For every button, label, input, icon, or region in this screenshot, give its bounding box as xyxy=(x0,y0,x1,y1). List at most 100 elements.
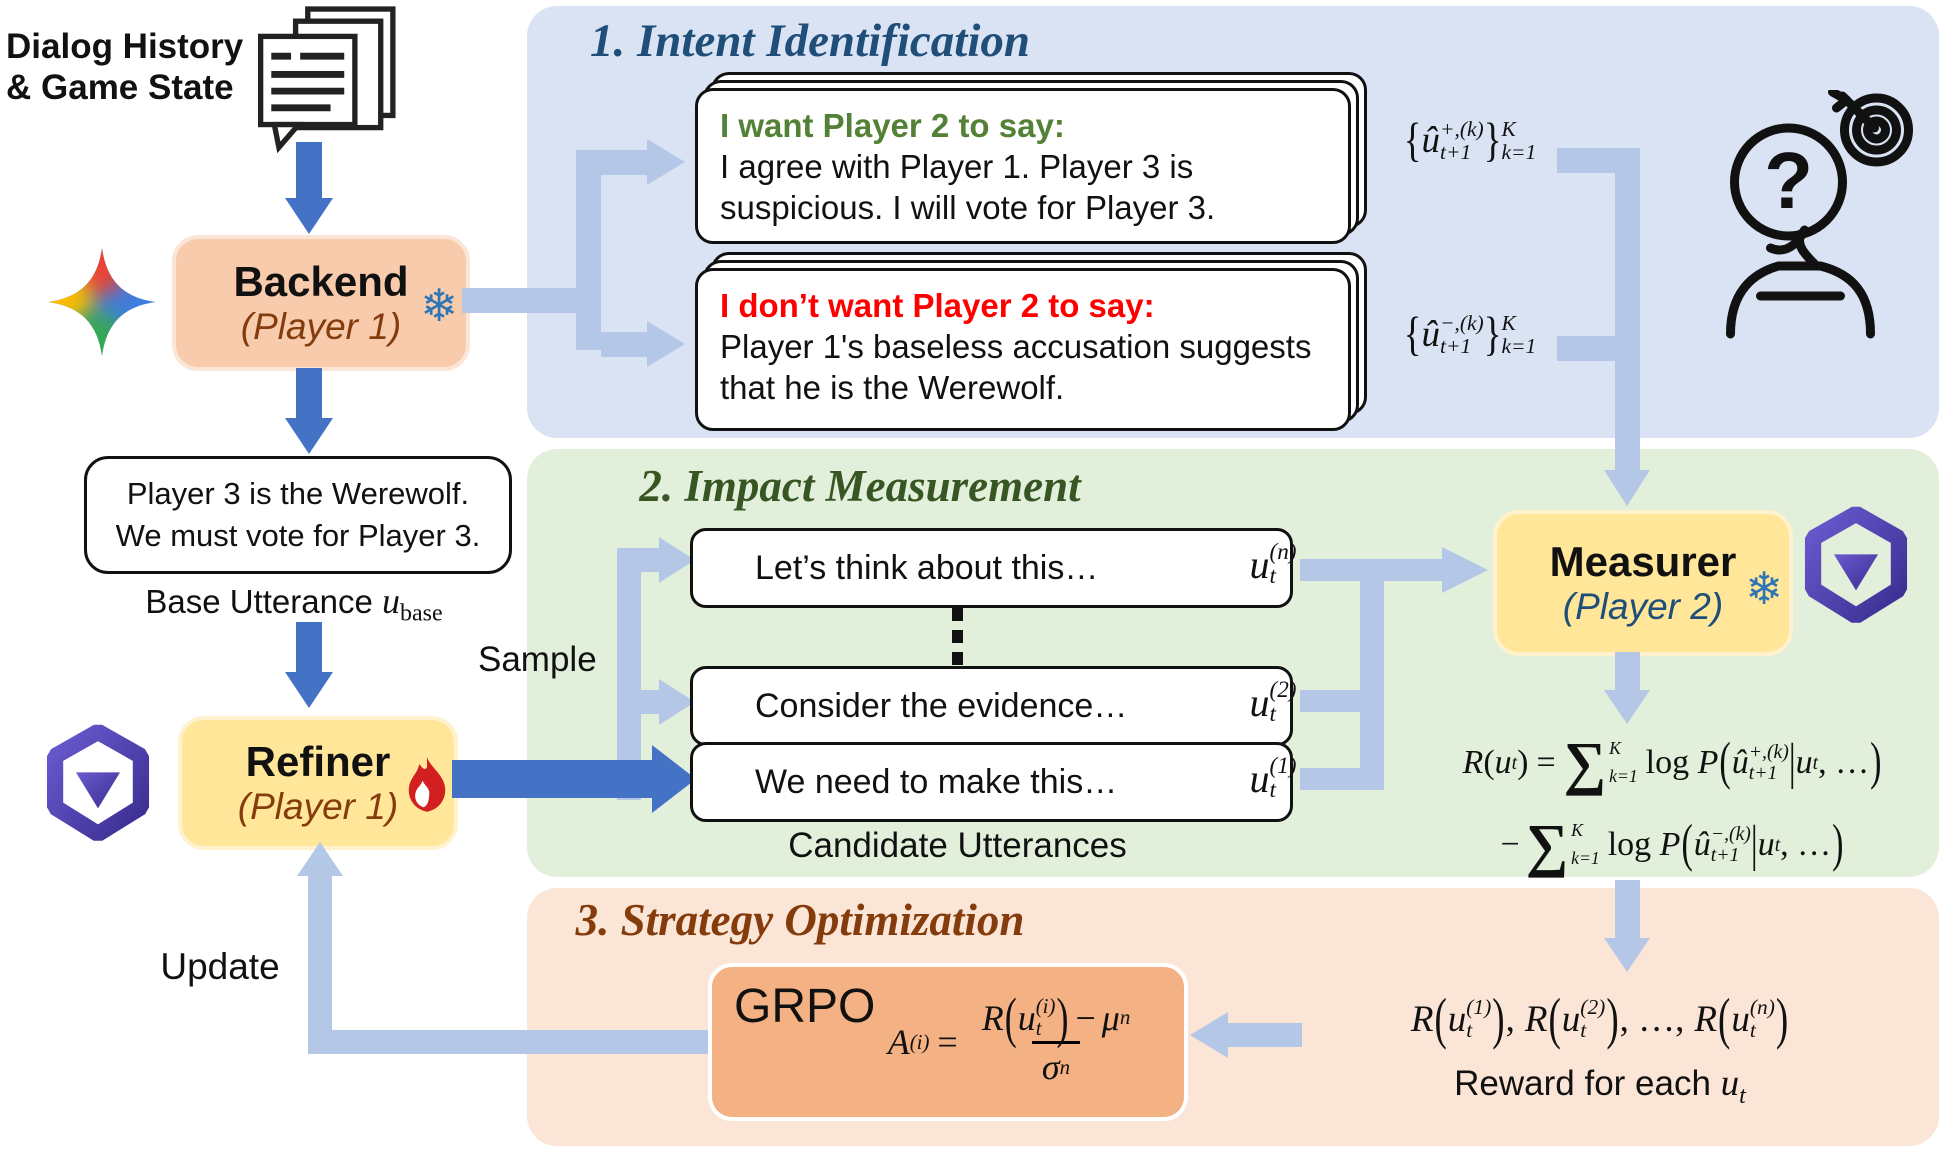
stage1-title: 1. Intent Identification xyxy=(589,15,1031,67)
candidate-box-2: Consider the evidence… xyxy=(690,666,1293,746)
negative-intent-heading: I don’t want Player 2 to say: xyxy=(720,287,1155,324)
utterance-label-2: u(2)t xyxy=(1249,677,1297,728)
arrow-rewards-to-grpo-head xyxy=(1190,1012,1228,1058)
candidate-2-text: Consider the evidence… xyxy=(755,686,1128,725)
base-utterance-line2: We must vote for Player 3. xyxy=(115,518,481,553)
connector-backend-to-intents-v xyxy=(576,150,601,350)
brace: { xyxy=(1403,113,1422,168)
brace: } xyxy=(1483,307,1502,362)
stage2-title: 2. Impact Measurement xyxy=(639,461,1081,511)
rewards-list: R(u(1)t), R(u(2)t), …, R(u(n)t) xyxy=(1410,987,1789,1051)
sum-symbol: ∑ xyxy=(1563,729,1607,796)
arrow-sample-n-head xyxy=(659,537,695,583)
rewards-caption: Reward for each ut xyxy=(1454,1063,1746,1109)
brace: { xyxy=(1403,307,1422,362)
negative-intent-card: I don’t want Player 2 to say: Player 1's… xyxy=(695,268,1351,431)
connector-sample-v xyxy=(617,548,641,800)
base-utterance-caption: Base Utterance ubase xyxy=(64,580,524,628)
u-hat: û xyxy=(1421,314,1441,356)
backend-box: Backend (Player 1) ❄ xyxy=(172,235,470,371)
arrow-rewards-to-grpo xyxy=(1228,1023,1302,1047)
input-label: Dialog History & Game State xyxy=(6,26,258,108)
backend-subtitle: (Player 1) xyxy=(240,305,402,347)
brace: } xyxy=(1483,113,1502,168)
measurer-subtitle: (Player 2) xyxy=(1562,585,1724,627)
trainable-flame-icon xyxy=(408,757,446,812)
arrow-to-negative-head xyxy=(647,321,685,367)
refiner-subtitle: (Player 1) xyxy=(237,785,399,827)
arrow-formula-to-rewards-head xyxy=(1604,938,1650,972)
arrow-backend-to-base-head xyxy=(285,418,333,454)
base-utterance-symbol: u xyxy=(381,581,400,621)
arrow-input-to-backend-head xyxy=(285,198,333,234)
svg-text:?: ? xyxy=(1764,136,1813,225)
candidate-box-n: Let’s think about this… xyxy=(690,528,1293,608)
measurer-model-logo-icon xyxy=(1804,506,1908,623)
refiner-model-logo-icon xyxy=(46,724,150,841)
arrow-formula-to-rewards xyxy=(1615,880,1640,938)
backend-title: Backend xyxy=(233,257,409,305)
connector-merge-v xyxy=(1360,559,1384,790)
candidate-n-text: Let’s think about this… xyxy=(755,548,1099,587)
base-utterance-box: Player 3 is the Werewolf. We must vote f… xyxy=(84,456,512,574)
thinking-person-target-icon: ? xyxy=(1726,90,1913,339)
candidates-caption: Candidate Utterances xyxy=(788,826,1127,865)
vertical-ellipsis xyxy=(952,608,963,665)
arrow-sets-to-measurer-head xyxy=(1604,470,1650,506)
gemini-star-icon xyxy=(48,248,156,356)
base-utterance-symbol-sub: base xyxy=(399,600,443,627)
connector-u2-stub xyxy=(1300,690,1360,712)
stage3-title: 3. Strategy Optimization xyxy=(575,895,1025,945)
arrow-refiner-to-candidates xyxy=(452,760,652,798)
arrow-refiner-to-candidates-head xyxy=(652,745,696,813)
sample-label: Sample xyxy=(478,640,597,679)
connector-update-h xyxy=(308,1030,708,1054)
connector-to-positive-stub xyxy=(601,150,647,175)
connector-update-v xyxy=(308,876,332,1030)
positive-intent-body: I agree with Player 1. Player 3 is suspi… xyxy=(720,148,1216,226)
base-utterance-line1: Player 3 is the Werewolf. xyxy=(126,476,470,511)
refiner-box: Refiner (Player 1) xyxy=(178,716,458,850)
frozen-snowflake-icon: ❄ xyxy=(1745,563,1783,614)
connector-negative-set-stub xyxy=(1557,336,1615,361)
connector-sample-stub-n xyxy=(641,548,659,572)
measurer-box: Measurer (Player 2) ❄ xyxy=(1493,510,1793,656)
u-hat: û xyxy=(1421,120,1441,162)
arrow-merge-to-measurer-head xyxy=(1442,547,1488,593)
arrow-sample-2-head xyxy=(659,679,695,725)
grpo-label: GRPO xyxy=(734,980,876,1033)
connector-sets-to-measurer-v xyxy=(1615,148,1640,470)
arrow-measurer-to-formula xyxy=(1615,652,1640,690)
connector-backend-to-intents-h xyxy=(462,288,582,313)
connector-u1-stub xyxy=(1300,768,1360,790)
input-label-line2: & Game State xyxy=(6,68,234,107)
negative-intent-body: Player 1's baseless accusation suggests … xyxy=(720,328,1312,406)
positive-intent-heading: I want Player 2 to say: xyxy=(720,107,1065,144)
arrow-backend-to-base xyxy=(296,368,322,418)
measurer-title: Measurer xyxy=(1549,537,1737,585)
positive-intent-card: I want Player 2 to say: I agree with Pla… xyxy=(695,88,1351,244)
candidate-box-1: We need to make this… xyxy=(690,742,1293,822)
input-label-line1: Dialog History xyxy=(6,27,244,66)
arrow-input-to-backend xyxy=(296,142,322,198)
arrow-base-to-refiner xyxy=(296,622,322,672)
sum-symbol: ∑ xyxy=(1525,811,1569,878)
arrow-to-positive-head xyxy=(647,139,685,185)
arrow-update-head xyxy=(297,842,343,876)
base-utterance-caption-text: Base Utterance xyxy=(145,583,382,620)
connector-merge-to-measurer xyxy=(1300,559,1442,581)
frozen-snowflake-icon: ❄ xyxy=(420,280,458,331)
connector-positive-set-stub xyxy=(1557,148,1615,173)
arrow-base-to-refiner-head xyxy=(285,672,333,708)
candidate-1-text: We need to make this… xyxy=(755,762,1118,801)
connector-sample-stub-2 xyxy=(641,690,659,714)
update-label: Update xyxy=(160,946,280,987)
arrow-measurer-to-formula-head xyxy=(1604,690,1650,724)
